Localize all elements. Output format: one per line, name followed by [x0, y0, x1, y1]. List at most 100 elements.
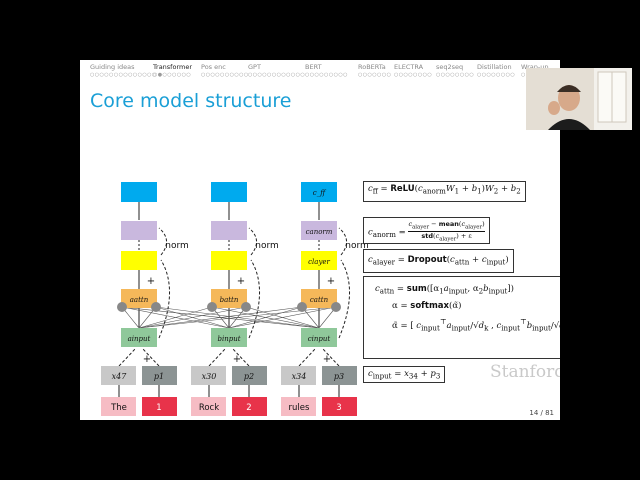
norm-equation: canorm = calayer − mean(calayer) std(cal… [363, 217, 490, 244]
attention-node [117, 302, 127, 312]
nav-section-guiding-ideas[interactable]: Guiding ideas [90, 63, 135, 71]
token-embedding-label: x30 [202, 372, 217, 381]
ff-label: c_ff [313, 189, 326, 197]
position-embedding [232, 366, 267, 385]
token-word: The [110, 403, 127, 413]
token-embedding-label: x47 [112, 372, 128, 381]
position-embedding [142, 366, 177, 385]
token-box [101, 397, 136, 416]
position-number: 3 [336, 403, 341, 413]
presenter-image [526, 68, 632, 130]
nav-section-gpt[interactable]: GPT [248, 63, 261, 71]
token-embedding [281, 366, 316, 385]
position-box [322, 397, 357, 416]
stanford-watermark: Stanford [490, 362, 560, 382]
token-word: rules [289, 403, 310, 413]
plus-sign: + [327, 276, 335, 287]
token-embedding [101, 366, 136, 385]
norm-block [301, 221, 337, 240]
attn-block-label: cattn [310, 296, 329, 304]
plus-sign: + [323, 354, 331, 365]
nav-section-pos-enc[interactable]: Pos enc [201, 63, 226, 71]
merge-line [118, 347, 137, 367]
attn-block-label: aattn [130, 296, 149, 304]
nav-section-electra[interactable]: ELECTRA [394, 63, 424, 71]
plus-sign: + [147, 276, 155, 287]
norm-label: norm [345, 241, 369, 251]
norm-label: norm [255, 241, 279, 251]
residual-curve [158, 259, 170, 339]
input-block [301, 328, 337, 347]
layer-block [211, 251, 247, 270]
nav-progress-dots: ○○○○○○○ [358, 72, 392, 78]
position-embedding [322, 366, 357, 385]
attention-node [241, 302, 251, 312]
input-equation: cinput = x34 + p3 [363, 366, 446, 383]
plus-sign: + [237, 276, 245, 287]
nav-progress-dots: ○○○○○○○○○○ [201, 72, 249, 78]
position-embedding-label: p1 [154, 372, 164, 381]
norm-curve [248, 227, 257, 256]
layer-block [301, 251, 337, 270]
merge-line [208, 347, 227, 367]
residual-curve [248, 259, 260, 339]
input-block-label: cinput [308, 335, 331, 343]
input-block [211, 328, 247, 347]
layer-equation: calayer = Dropout(cattn + cinput) [363, 249, 514, 273]
attn-block [211, 289, 247, 308]
input-block-label: ainput [128, 335, 151, 343]
nav-section-bert[interactable]: BERT [305, 63, 322, 71]
section-navigation: Guiding ideas○○○○○○○○○○○○○○Transformer○●… [80, 60, 560, 82]
attention-line [121, 306, 230, 329]
norm-block [121, 221, 157, 240]
attn-block-label: battn [220, 296, 239, 304]
webcam-video [526, 68, 632, 130]
attn-block [121, 289, 157, 308]
nav-section-wrap-up[interactable]: Wrap-up [521, 63, 549, 71]
norm-block [211, 221, 247, 240]
ff-block [301, 182, 337, 202]
ff-block [121, 182, 157, 202]
page-number: 14 / 81 [529, 409, 554, 417]
position-number: 1 [156, 403, 161, 413]
position-number: 2 [246, 403, 251, 413]
nav-progress-dots: ○○○○○○○○ [477, 72, 516, 78]
token-box [281, 397, 316, 416]
norm-curve [158, 227, 167, 256]
nav-progress-dots: ○○○○○○○○ [436, 72, 475, 78]
token-embedding [191, 366, 226, 385]
token-box [191, 397, 226, 416]
slide: Guiding ideas○○○○○○○○○○○○○○Transformer○●… [80, 60, 560, 420]
norm-curve [338, 227, 347, 256]
attention-line [155, 306, 230, 329]
merge-line [298, 347, 317, 367]
attention-line [121, 306, 320, 329]
attention-node [151, 302, 161, 312]
nav-progress-dots: ○●○○○○○○ [153, 72, 192, 78]
merge-line [231, 347, 250, 367]
merge-line [141, 347, 160, 367]
norm-label: norm [165, 241, 189, 251]
nav-section-distillation[interactable]: Distillation [477, 63, 512, 71]
attn-equation: cattn = sum([α1ainput, α2binput]) α = so… [363, 276, 560, 359]
attn-block [301, 289, 337, 308]
input-block [121, 328, 157, 347]
layer-block [121, 251, 157, 270]
input-block-label: binput [217, 335, 240, 343]
nav-section-roberta[interactable]: RoBERTa [358, 63, 386, 71]
nav-progress-dots: ○○○○○○○○○○○○○○ [90, 72, 157, 78]
attention-node [331, 302, 341, 312]
nav-progress-dots: ○○○○○○○○ [394, 72, 433, 78]
attention-node [207, 302, 217, 312]
nav-section-seq2seq[interactable]: seq2seq [436, 63, 464, 71]
plus-sign: + [143, 354, 151, 365]
page-title: Core model structure [90, 90, 292, 112]
attention-line [211, 306, 320, 329]
position-box [232, 397, 267, 416]
merge-line [321, 347, 340, 367]
nav-section-transformer[interactable]: Transformer [153, 63, 193, 71]
ff-equation: cff = ReLU(canormW1 + b1)W2 + b2 [363, 181, 526, 202]
nav-progress-dots: ○○○○○○○○○○○○ [248, 72, 306, 78]
plus-sign: + [233, 354, 241, 365]
